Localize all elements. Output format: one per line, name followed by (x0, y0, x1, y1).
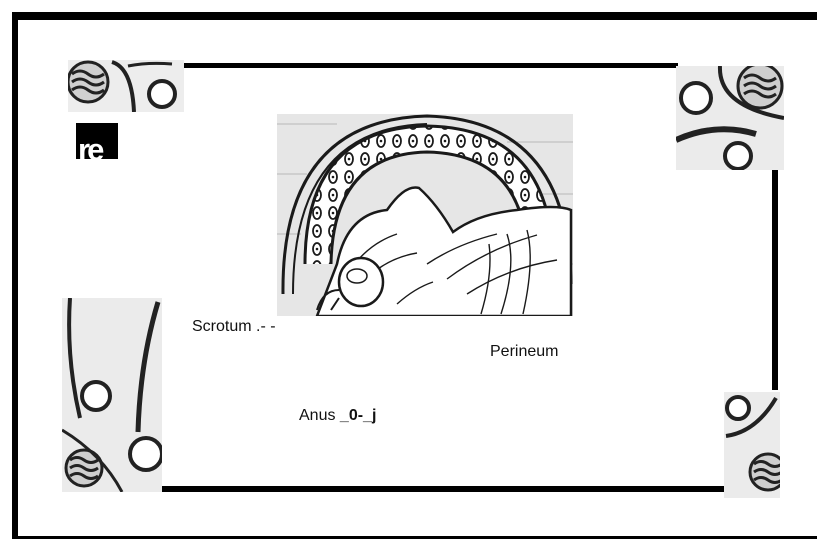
inner-frame-right (772, 168, 778, 390)
label-anus-mark: _0-_j (340, 407, 376, 424)
label-anus: Anus (299, 407, 335, 424)
ornament-corner-top-right-icon (676, 66, 784, 170)
inner-frame-bottom (162, 486, 724, 492)
ornament-side-left-icon (62, 298, 162, 492)
label-perineum: Perineum (490, 343, 558, 361)
ornament-corner-top-left-icon (68, 60, 184, 112)
medical-illustration-icon (277, 114, 573, 316)
inner-frame-top (182, 63, 678, 68)
logo-fragment: re (76, 123, 118, 159)
logo-text: re (78, 133, 101, 159)
label-anus-group: Anus _0-_j (299, 407, 376, 425)
label-scrotum: Scrotum .- - (192, 318, 276, 336)
ornament-corner-bottom-right-icon (724, 392, 780, 498)
